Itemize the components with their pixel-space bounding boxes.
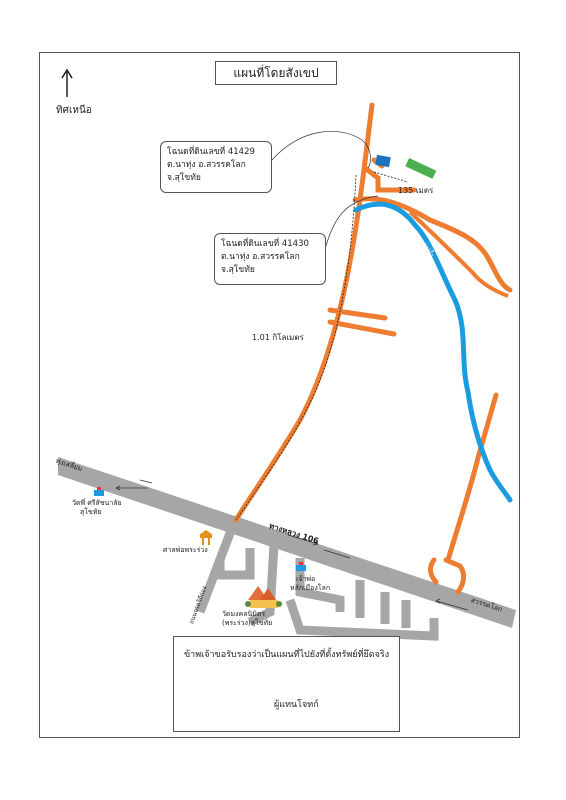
- temple-label-line2: (พระร่วง)สุโขทัย: [222, 619, 273, 627]
- parcel-2-line2: ต.นาทุ่ง อ.สวรรคโลก: [221, 252, 300, 262]
- map-frame: [39, 52, 520, 738]
- temple-label-line1: วัดมงคลนิมิตร: [222, 610, 266, 618]
- parcel-1-line3: จ.สุโขทัย: [167, 173, 201, 183]
- parcel-green: [405, 158, 437, 179]
- signature-label: ผู้แทนโจทก์: [274, 700, 319, 710]
- temple-icon: [245, 586, 282, 608]
- parcel-1-line1: โฉนดที่ดินเลขที่ 41429: [167, 147, 255, 157]
- highway-arrows: [115, 479, 469, 611]
- market-label-line1: เจ้าพ่อ: [296, 575, 316, 583]
- north-arrow-icon: [61, 68, 73, 97]
- shrine-label: ศาลพ่อพระร่วง: [163, 546, 208, 554]
- river-branch: [408, 210, 509, 298]
- school-icon: [94, 487, 104, 496]
- certification-text: ข้าพเจ้าขอรับรองว่าเป็นแผนที่ไปยังที่ตั้…: [184, 650, 390, 660]
- map-title: แผนที่โดยสังเขป: [215, 61, 337, 85]
- parcel-2-callout: โฉนดที่ดินเลขที่ 41430 ต.นาทุ่ง อ.สวรรคโ…: [214, 233, 326, 285]
- callout-1-leader: [271, 130, 371, 169]
- highway-106: [58, 457, 516, 628]
- parcel-2-line1: โฉนดที่ดินเลขที่ 41430: [221, 239, 309, 249]
- distance-line-short: [373, 171, 409, 183]
- market-label-line2: หลักเมืองโลก: [290, 584, 331, 592]
- school-label-line1: วัดพี่ ศรีสัชนาลัย: [72, 499, 122, 507]
- river: [353, 201, 513, 503]
- north-label: ทิศเหนือ: [56, 105, 92, 116]
- distance-101-label: 1.01 กิโลเมตร: [252, 333, 304, 342]
- side-roads: [195, 526, 439, 641]
- parcel-1-callout: โฉนดที่ดินเลขที่ 41429 ต.นาทุ่ง อ.สวรรคโ…: [160, 141, 272, 193]
- callout-2-leader: [325, 195, 379, 247]
- distance-135-label: 135 เมตร: [398, 186, 434, 195]
- parcel-1-line2: ต.นาทุ่ง อ.สวรรคโลก: [167, 160, 246, 170]
- market-icon: [296, 562, 306, 571]
- parcel-blue: [375, 154, 391, 168]
- distance-line: [235, 174, 357, 521]
- certification-box: ข้าพเจ้าขอรับรองว่าเป็นแผนที่ไปยังที่ตั้…: [173, 636, 400, 732]
- shrine-icon: [199, 530, 213, 545]
- main-road: [233, 102, 513, 595]
- school-label-line2: สุโขทัย: [80, 508, 102, 516]
- parcel-2-line3: จ.สุโขทัย: [221, 265, 255, 275]
